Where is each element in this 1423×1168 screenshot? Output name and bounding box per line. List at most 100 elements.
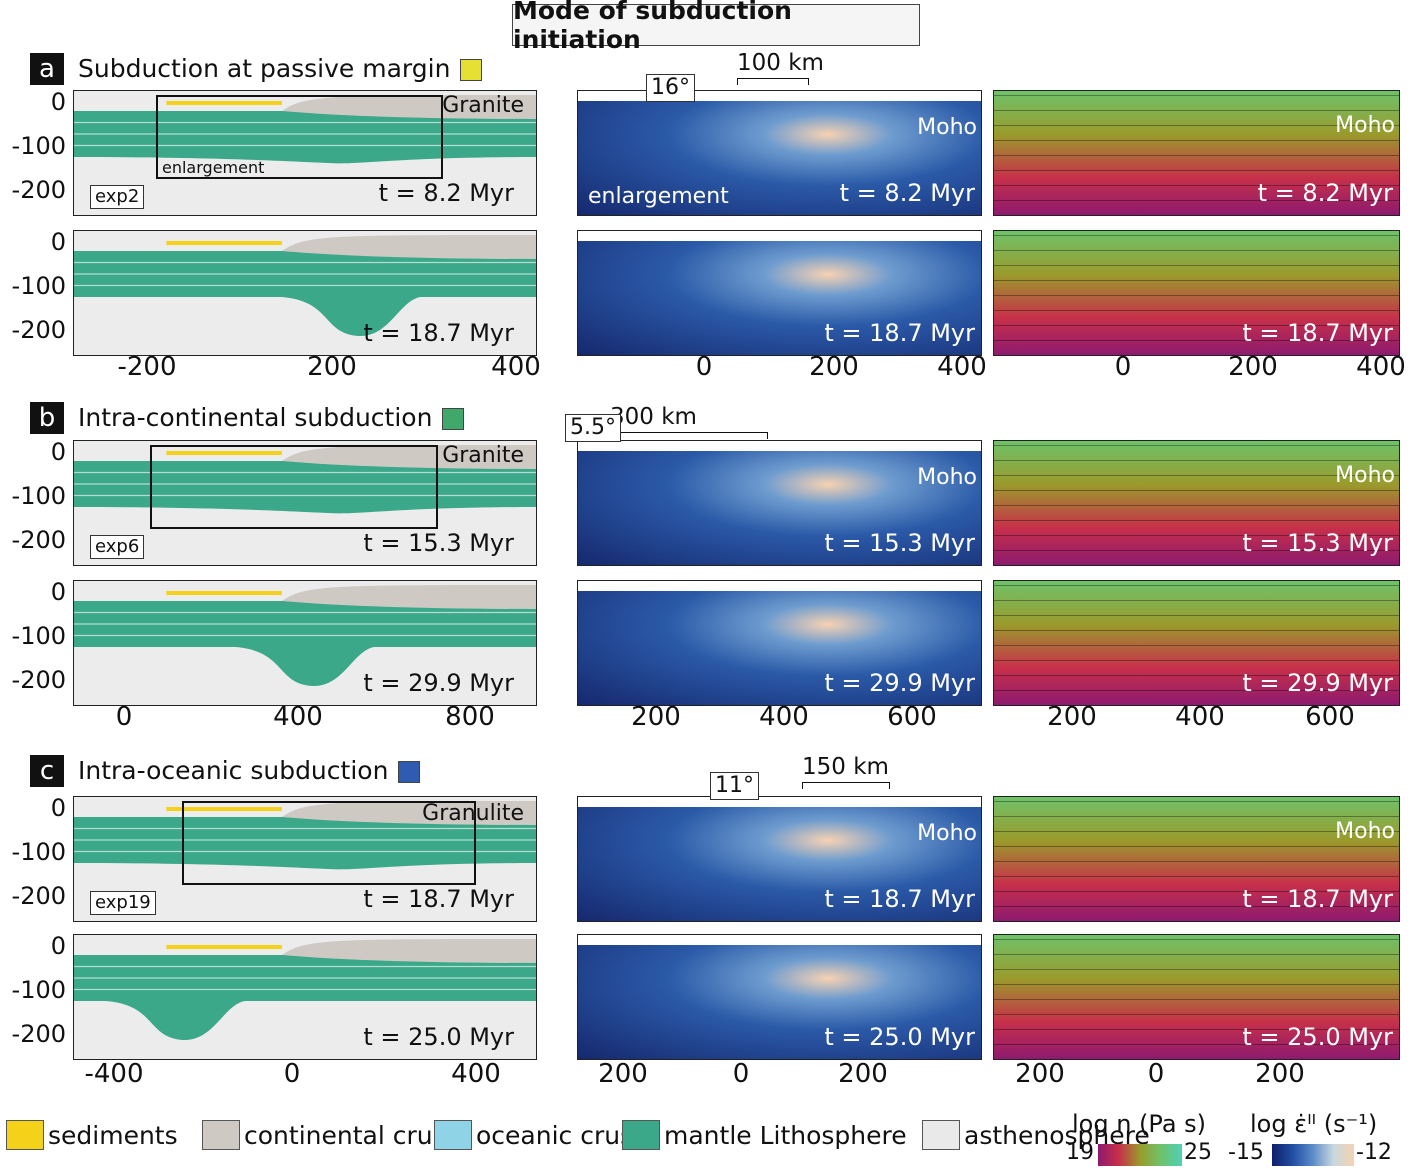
velocity-vector-field xyxy=(994,797,1399,921)
legend-label: oceanic crust xyxy=(476,1120,643,1150)
strain-rate-panel: t = 29.9 Myr xyxy=(577,580,982,706)
experiment-label: exp2 xyxy=(90,185,145,209)
dip-angle-label: 5.5° xyxy=(565,414,621,442)
x-tick-label: 200 xyxy=(1255,1059,1305,1089)
velocity-vector-field xyxy=(994,91,1399,215)
velocity-vector-field xyxy=(994,231,1399,355)
panel-c-letter: c xyxy=(30,755,64,787)
scale-bar xyxy=(737,78,809,85)
continental-crust-layer xyxy=(281,235,536,259)
time-label: t = 18.7 Myr xyxy=(824,885,975,913)
x-tick-label: 400 xyxy=(759,702,809,732)
x-tick-label: -200 xyxy=(117,352,177,382)
strain-rate-label: log ε̇ᴵᴵ (s⁻¹) xyxy=(1250,1110,1378,1138)
x-tick-label: 200 xyxy=(598,1059,648,1089)
dip-angle-label: 16° xyxy=(646,74,695,102)
panel-a-title-text: Subduction at passive margin xyxy=(78,54,451,83)
moho-label: Moho xyxy=(917,115,977,140)
strain-rate-panel: t = 25.0 Myr xyxy=(577,934,982,1060)
x-tick-label: 0 xyxy=(732,1059,750,1089)
x-tick-label: 400 xyxy=(273,702,323,732)
legend-swatch xyxy=(434,1120,472,1150)
legend-item: continental crust xyxy=(202,1120,455,1150)
mantle-lithosphere-layer xyxy=(74,601,536,687)
y-tick-label: 0 xyxy=(50,438,66,466)
sediment-layer xyxy=(166,451,282,455)
time-label: t = 8.2 Myr xyxy=(378,179,514,207)
experiment-label: exp19 xyxy=(90,891,156,915)
surface-strip xyxy=(578,441,981,451)
x-tick-label: 200 xyxy=(631,702,681,732)
viscosity-min: 19 xyxy=(1066,1140,1094,1165)
enlargement-label: enlargement xyxy=(588,184,729,209)
x-tick-label: 0 xyxy=(1147,1059,1165,1089)
y-tick-label: -200 xyxy=(11,882,66,910)
cross-section-panel: t = 29.9 Myr xyxy=(73,580,537,706)
strain-rate-colorbar xyxy=(1272,1144,1354,1166)
time-label: t = 15.3 Myr xyxy=(824,529,975,557)
legend-label: mantle Lithosphere xyxy=(664,1120,907,1150)
panel-a-letter: a xyxy=(30,53,64,85)
moho-label: Moho xyxy=(917,465,977,490)
x-tick-label: 0 xyxy=(695,352,713,382)
continental-crust-layer xyxy=(281,585,536,609)
viscosity-colorbar xyxy=(1098,1144,1182,1166)
x-tick-label: 200 xyxy=(809,352,859,382)
panel-c-title: Intra-oceanic subduction xyxy=(78,756,421,785)
y-tick-label: -200 xyxy=(11,666,66,694)
time-label: t = 29.9 Myr xyxy=(1242,669,1393,697)
y-tick-label: -100 xyxy=(11,272,66,300)
legend-label: continental crust xyxy=(244,1120,456,1150)
figure-title: Mode of subduction initiation xyxy=(512,0,920,54)
y-tick-label: 0 xyxy=(50,794,66,822)
velocity-vector-field xyxy=(994,935,1399,1059)
experiment-label: exp6 xyxy=(90,535,145,559)
cross-section-panel: t = 8.2 Myr exp2 Granite enlargement xyxy=(73,90,537,216)
x-tick-label: 400 xyxy=(491,352,541,382)
panel-c-title-text: Intra-oceanic subduction xyxy=(78,756,389,785)
time-label: t = 18.7 Myr xyxy=(363,319,514,347)
scale-bar xyxy=(802,782,890,789)
x-tick-label: 200 xyxy=(1015,1059,1065,1089)
enlargement-label: enlargement xyxy=(162,158,265,177)
time-label: t = 18.7 Myr xyxy=(1242,885,1393,913)
x-tick-label: 400 xyxy=(1356,352,1406,382)
viscosity-panel: t = 25.0 Myr xyxy=(993,934,1400,1060)
time-label: t = 18.7 Myr xyxy=(824,319,975,347)
y-tick-label: 0 xyxy=(50,228,66,256)
rock-type-label: Granulite xyxy=(422,801,524,826)
x-tick-label: 200 xyxy=(1228,352,1278,382)
time-label: t = 8.2 Myr xyxy=(839,179,975,207)
dip-angle-label: 11° xyxy=(710,772,759,800)
panel-a-color-swatch xyxy=(460,59,483,81)
time-label: t = 18.7 Myr xyxy=(363,885,514,913)
scale-bar-label: 150 km xyxy=(802,754,889,780)
viscosity-panel: t = 18.7 Myr xyxy=(993,230,1400,356)
panel-b-letter: b xyxy=(30,402,64,434)
legend-swatch xyxy=(922,1120,960,1150)
strain-rate-min: -15 xyxy=(1228,1140,1264,1165)
strain-rate-panel: t = 18.7 Myr xyxy=(577,230,982,356)
sediment-layer xyxy=(166,101,282,105)
sediment-layer xyxy=(166,241,282,245)
legend-swatch xyxy=(6,1120,44,1150)
enlargement-box xyxy=(150,445,438,529)
enlargement-box xyxy=(182,801,476,885)
legend-item: sediments xyxy=(6,1120,178,1150)
velocity-vector-field xyxy=(994,441,1399,565)
legend-item: mantle Lithosphere xyxy=(622,1120,907,1150)
model-cross-section xyxy=(74,797,536,921)
viscosity-label: log η (Pa s) xyxy=(1072,1110,1207,1138)
surface-strip xyxy=(578,581,981,591)
surface-strip xyxy=(578,231,981,241)
surface-strip xyxy=(578,935,981,945)
model-cross-section xyxy=(74,581,536,705)
y-tick-label: -200 xyxy=(11,316,66,344)
time-label: t = 25.0 Myr xyxy=(363,1023,514,1051)
mantle-lithosphere-layer xyxy=(74,111,536,164)
y-tick-label: 0 xyxy=(50,578,66,606)
x-tick-label: 200 xyxy=(307,352,357,382)
y-tick-label: -100 xyxy=(11,976,66,1004)
rock-type-label: Granite xyxy=(442,93,524,118)
continental-crust-layer xyxy=(281,95,536,119)
